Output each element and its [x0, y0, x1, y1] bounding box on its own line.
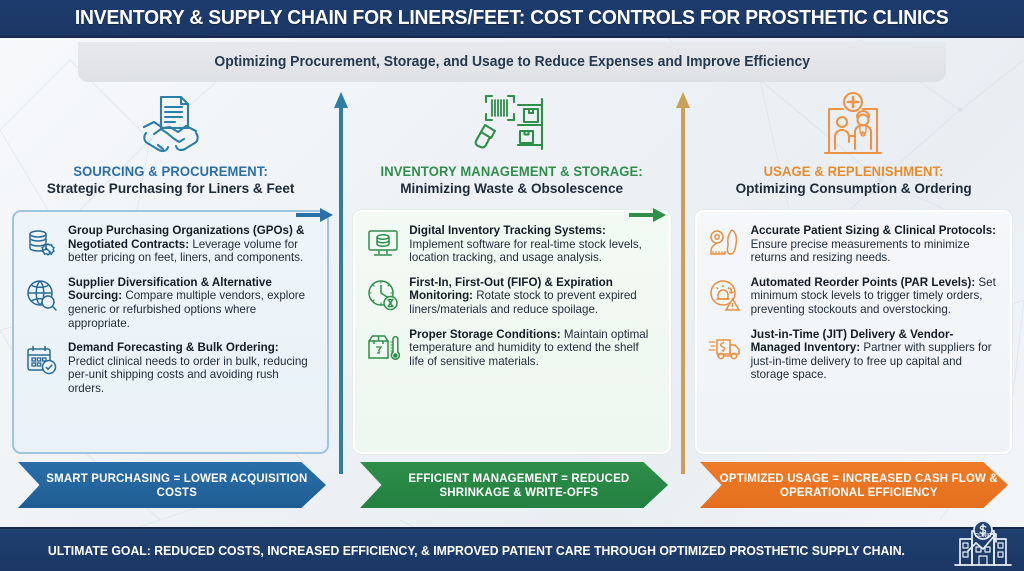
connector-arrow-inventory-to-usage: [629, 208, 667, 222]
card-inventory: Digital Inventory Tracking Systems: Impl…: [353, 210, 671, 454]
barcode-scanner-shelf-icon: [353, 88, 670, 160]
column-header-sourcing: SOURCING & PROCUREMENT: Strategic Purcha…: [12, 164, 329, 196]
banner-usage: OPTIMIZED USAGE = INCREASED CASH FLOW & …: [700, 462, 1008, 508]
globe-search-icon: [25, 278, 59, 312]
footer-text: ULTIMATE GOAL: REDUCED COSTS, INCREASED …: [47, 542, 905, 558]
list-item-text: Digital Inventory Tracking Systems: Impl…: [409, 224, 642, 265]
list-item: Group Purchasing Organizations (GPOs) & …: [25, 224, 314, 265]
page-subtitle: Optimizing Procurement, Storage, and Usa…: [214, 54, 810, 70]
svg-text:CLINIC: CLINIC: [975, 533, 992, 539]
column-subhead: Minimizing Waste & Obsolescence: [400, 180, 624, 196]
clinic-growth-dollar-logo: CLINIC: [954, 520, 1012, 566]
column-inventory: INVENTORY MANAGEMENT & STORAGE: Minimizi…: [341, 88, 682, 518]
list-item: First-In, First-Out (FIFO) & Expiration …: [366, 276, 655, 317]
list-item: Just-in-Time (JIT) Delivery & Vendor-Man…: [707, 327, 997, 382]
list-item-text: Automated Reorder Points (PAR Levels): S…: [750, 275, 996, 316]
handshake-contract-icon: [12, 88, 329, 160]
list-item: Supplier Diversification & Alternative S…: [25, 276, 314, 330]
box-thermometer-icon: [366, 330, 401, 364]
list-item-text: Demand Forecasting & Bulk Ordering: Pred…: [68, 341, 308, 395]
banner-text: EFFICIENT MANAGEMENT = REDUCED SHRINKAGE…: [408, 471, 630, 499]
column-subhead: Optimizing Consumption & Ordering: [735, 180, 972, 196]
column-kicker: USAGE & REPLENISHMENT:: [763, 164, 944, 179]
banner-text: OPTIMIZED USAGE = INCREASED CASH FLOW & …: [719, 471, 998, 499]
card-usage: Accurate Patient Sizing & Clinical Proto…: [694, 210, 1012, 454]
list-item: Demand Forecasting & Bulk Ordering: Pred…: [25, 341, 314, 395]
banner-inventory: EFFICIENT MANAGEMENT = REDUCED SHRINKAGE…: [360, 462, 668, 508]
list-item: Accurate Patient Sizing & Clinical Proto…: [708, 224, 997, 265]
footer-bar: ULTIMATE GOAL: REDUCED COSTS, INCREASED …: [0, 520, 1024, 571]
connector-arrow-sourcing-to-inventory: [296, 208, 334, 222]
column-kicker: SOURCING & PROCUREMENT:: [73, 164, 268, 179]
list-item-text: Accurate Patient Sizing & Clinical Proto…: [750, 224, 997, 265]
list-item-text: Just-in-Time (JIT) Delivery & Vendor-Man…: [750, 327, 992, 382]
list-item: Automated Reorder Points (PAR Levels): S…: [708, 276, 997, 317]
list-item-text: Proper Storage Conditions: Maintain opti…: [409, 327, 649, 368]
list-item: Digital Inventory Tracking Systems: Impl…: [366, 224, 655, 265]
alarm-alert-gauge-icon: [708, 278, 742, 312]
divider-arrow-2: [676, 92, 690, 474]
coins-percent-icon: [25, 226, 59, 260]
banner-sourcing: SMART PURCHASING = LOWER ACQUISITION COS…: [18, 462, 326, 508]
banner-text: SMART PURCHASING = LOWER ACQUISITION COS…: [46, 471, 308, 499]
column-header-inventory: INVENTORY MANAGEMENT & STORAGE: Minimizi…: [353, 164, 670, 196]
list-item: Proper Storage Conditions: Maintain opti…: [366, 328, 655, 369]
columns-container: SOURCING & PROCUREMENT: Strategic Purcha…: [0, 88, 1024, 518]
divider-arrow-1: [334, 92, 348, 474]
column-usage: USAGE & REPLENISHMENT: Optimizing Consum…: [683, 88, 1024, 518]
delivery-truck-dollar-icon: [707, 330, 742, 364]
clinic-patient-care-icon: [695, 88, 1012, 160]
header-bar: INVENTORY & SUPPLY CHAIN FOR LINERS/FEET…: [0, 0, 1024, 38]
list-item-text: Group Purchasing Organizations (GPOs) & …: [68, 224, 305, 265]
page-title: INVENTORY & SUPPLY CHAIN FOR LINERS/FEET…: [75, 6, 949, 29]
tape-measure-foot-icon: [708, 226, 742, 260]
database-monitor-icon: [366, 226, 400, 260]
clock-hourglass-icon: [366, 278, 400, 312]
card-sourcing: Group Purchasing Organizations (GPOs) & …: [12, 210, 330, 454]
column-kicker: INVENTORY MANAGEMENT & STORAGE:: [380, 164, 644, 179]
list-item-text: Supplier Diversification & Alternative S…: [68, 275, 306, 330]
column-header-usage: USAGE & REPLENISHMENT: Optimizing Consum…: [695, 164, 1012, 196]
calendar-check-icon: [25, 343, 59, 377]
column-subhead: Strategic Purchasing for Liners & Feet: [46, 180, 295, 196]
list-item-text: First-In, First-Out (FIFO) & Expiration …: [409, 275, 637, 316]
subtitle-bar: Optimizing Procurement, Storage, and Usa…: [78, 42, 946, 82]
column-sourcing: SOURCING & PROCUREMENT: Strategic Purcha…: [0, 88, 341, 518]
